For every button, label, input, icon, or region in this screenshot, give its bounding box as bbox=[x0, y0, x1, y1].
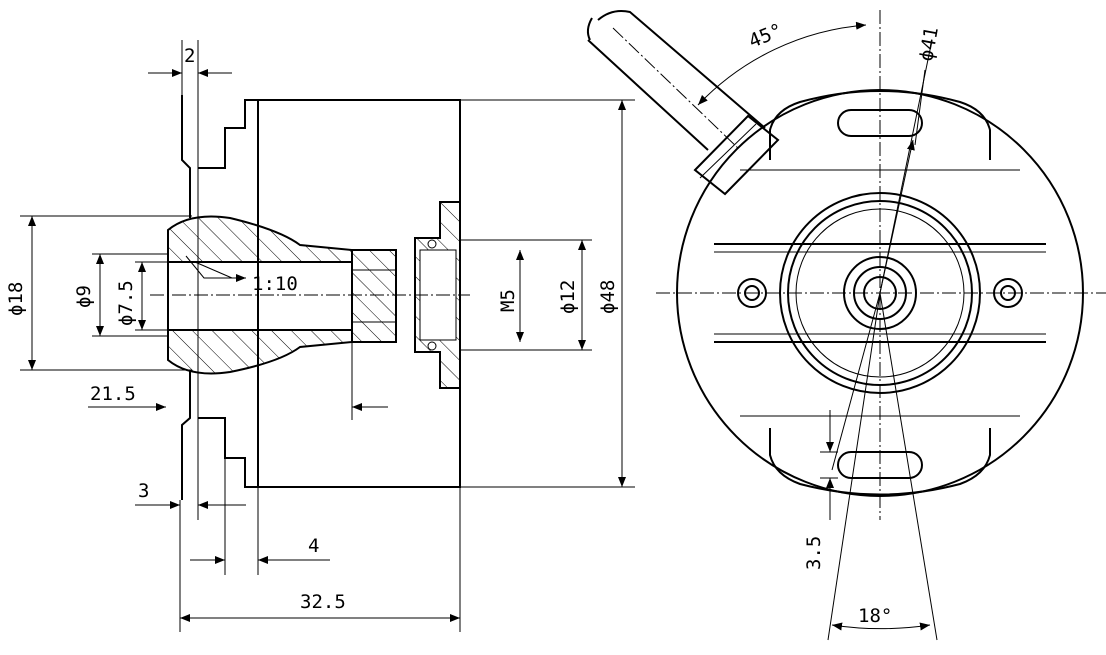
taper-leader bbox=[185, 255, 246, 282]
flange-step bbox=[198, 99, 258, 488]
set-screw bbox=[351, 249, 397, 343]
dim-phi7-5: ϕ7.5 bbox=[115, 280, 137, 326]
dim-3: 3 bbox=[138, 480, 149, 502]
cable-gland bbox=[693, 114, 780, 196]
dim-line-41 bbox=[914, 69, 926, 146]
dim-32-5: 32.5 bbox=[300, 591, 346, 613]
dim-phi48: ϕ48 bbox=[597, 280, 619, 314]
dim-arc-18 bbox=[831, 622, 931, 631]
dim-arc-45 bbox=[697, 21, 867, 106]
dim-18-deg: 18° bbox=[858, 605, 892, 627]
shaft-section-lower bbox=[167, 329, 353, 375]
dim-taper: 1:10 bbox=[252, 273, 298, 295]
dim-21-5: 21.5 bbox=[90, 383, 136, 405]
dim-2: 2 bbox=[184, 45, 195, 67]
dim-45-deg: 45° bbox=[746, 19, 786, 52]
dim-3-5: 3.5 bbox=[803, 536, 825, 570]
dim-4: 4 bbox=[308, 535, 319, 557]
cable bbox=[587, 10, 766, 151]
side-view: 2 ϕ18 ϕ9 ϕ7.5 1:10 M5 ϕ12 ϕ48 21.5 3 4 3… bbox=[5, 40, 635, 632]
dim-phi41: ϕ41 bbox=[915, 25, 943, 63]
front-view: 45° ϕ41 3.5 18° bbox=[586, 10, 1106, 641]
flange-plate bbox=[181, 95, 191, 500]
shaft-section-upper bbox=[167, 215, 353, 263]
dim-phi18: ϕ18 bbox=[5, 282, 27, 316]
dim-phi9: ϕ9 bbox=[73, 285, 95, 308]
dim-m5: M5 bbox=[497, 289, 519, 312]
dim-phi12: ϕ12 bbox=[557, 280, 579, 314]
